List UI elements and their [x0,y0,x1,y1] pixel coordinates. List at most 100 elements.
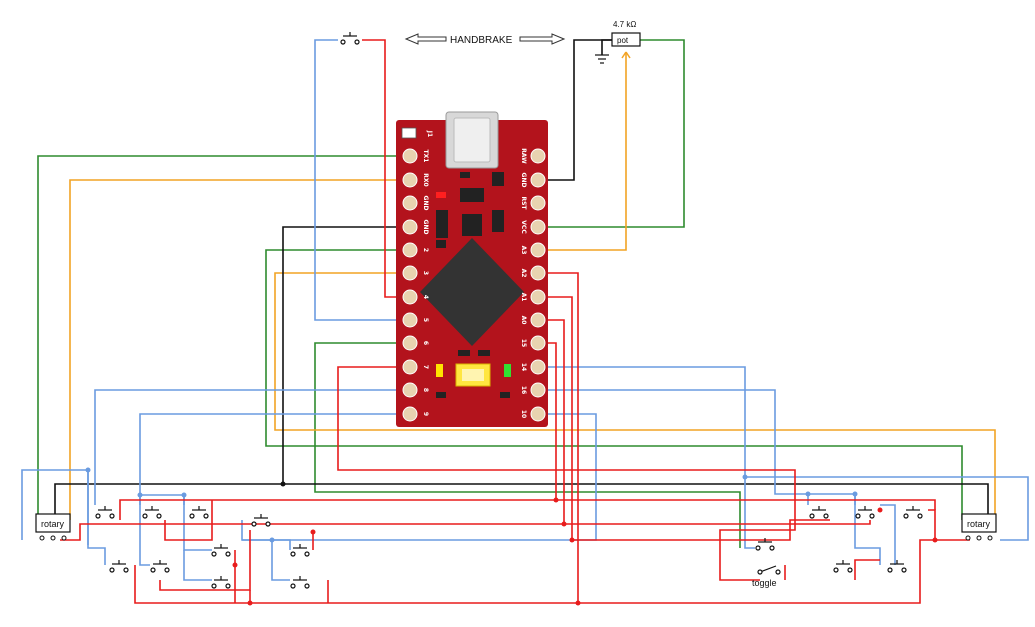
toggle-switch [757,565,781,575]
rotary-terminal [39,535,45,541]
wire-black-gnd-bus [54,226,410,520]
smd-component [460,188,484,202]
push-button-switch [142,506,162,519]
pin-label: GND [422,220,429,235]
toggle-label: toggle [752,578,777,588]
rotary-label: rotary [41,519,65,529]
led-rx [436,192,446,198]
led-green [504,364,511,377]
toggle-terminal [757,569,763,575]
wire-blue-col3 [139,495,150,566]
wire-orange-rx0 [69,179,410,520]
pin-label: A2 [520,269,527,278]
junction-dot [232,562,238,568]
pin-label: 16 [520,386,527,394]
push-button-switch [189,506,209,519]
push-button-switch [95,506,115,519]
smd-component [500,392,510,398]
pin-pad [530,219,546,235]
wire-orange-a3-pot [538,52,627,251]
pin-pad [530,335,546,351]
crystal-inner [462,369,484,381]
pro-micro-board: J1 [396,111,548,427]
junction-dot [932,537,938,543]
pin-pad [402,312,418,328]
j1-jumper [401,127,417,139]
junction-dot [575,600,581,606]
wire-red-row-right4 [928,509,936,540]
pin-label: 15 [520,339,527,347]
pin-label: GND [422,196,429,211]
pin-label: A1 [520,293,527,302]
junction-dot [310,529,316,535]
left-pin-header [402,148,418,422]
ground-icon [595,54,609,64]
pot-wiper-arrow-icon [621,51,631,59]
smd-component [460,172,470,178]
pin-label: VCC [520,220,527,234]
pin-label: GND [520,173,527,188]
push-button-switch [855,506,875,519]
toggle-lever [759,565,777,573]
pin-pad [402,148,418,164]
potentiometer: 4.7 kΩ pot [611,20,641,59]
rotary-label: rotary [967,519,991,529]
smd-component [436,392,446,398]
push-button-switch [755,538,775,551]
pot-label: pot [617,36,629,45]
pin-pad [530,172,546,188]
pin-label: 5 [422,318,429,322]
rotary-terminal [965,535,971,541]
wire-green-tx1 [37,155,410,520]
junction-dot [805,491,811,497]
pin-label: RAW [520,148,527,164]
title-label: HANDBRAKE [450,35,513,46]
microcontroller-chip [420,238,524,346]
pin-pad [402,406,418,422]
pin-pad [402,382,418,398]
pin-pad [530,242,546,258]
pin-label: TX1 [422,150,429,163]
pin-label: 4 [422,295,429,299]
pin-pad [530,265,546,281]
junction-dot [569,537,575,543]
junction-dot [561,521,567,527]
arrow-left-icon [404,33,447,45]
pin-label: 3 [422,271,429,275]
wire-blue-handbrake [314,39,410,321]
pin-label: 9 [422,412,429,416]
junction-dot [877,507,883,513]
wire-red-row-right2 [578,539,935,604]
wire-blue-r2 [854,494,881,565]
pin-label: 10 [520,410,527,418]
junction-dot [137,492,143,498]
push-button-switch [887,560,907,573]
smd-component [436,240,446,248]
wire-red-row-left1 [164,500,213,541]
push-button-switch [251,514,271,527]
usb-inner [453,117,491,163]
wire-red-a1 [538,296,573,540]
wire-red-row-right6 [556,499,936,510]
junction-dot [85,467,91,473]
wire-blue-col4 [183,550,212,581]
junction-dot [269,537,275,543]
rotary-terminal [61,535,67,541]
right-pin-header [530,148,546,422]
pin-label: 6 [422,341,429,345]
pin-label: 8 [422,388,429,392]
pin-pad [402,265,418,281]
rotary-terminal [976,535,982,541]
junction-dot [742,474,748,480]
rotary-body [35,513,71,533]
wire-blue-16 [538,389,809,505]
pin-pad [530,148,546,164]
wire-green-pin2 [265,249,963,520]
push-button-switch [809,506,829,519]
junction-dot [280,481,286,487]
right-pin-labels: RAW GND RST VCC A3 A2 A1 A0 15 14 16 10 [520,148,527,418]
smd-component [436,210,448,238]
pin-pad [402,219,418,235]
j1-label: J1 [426,130,433,137]
